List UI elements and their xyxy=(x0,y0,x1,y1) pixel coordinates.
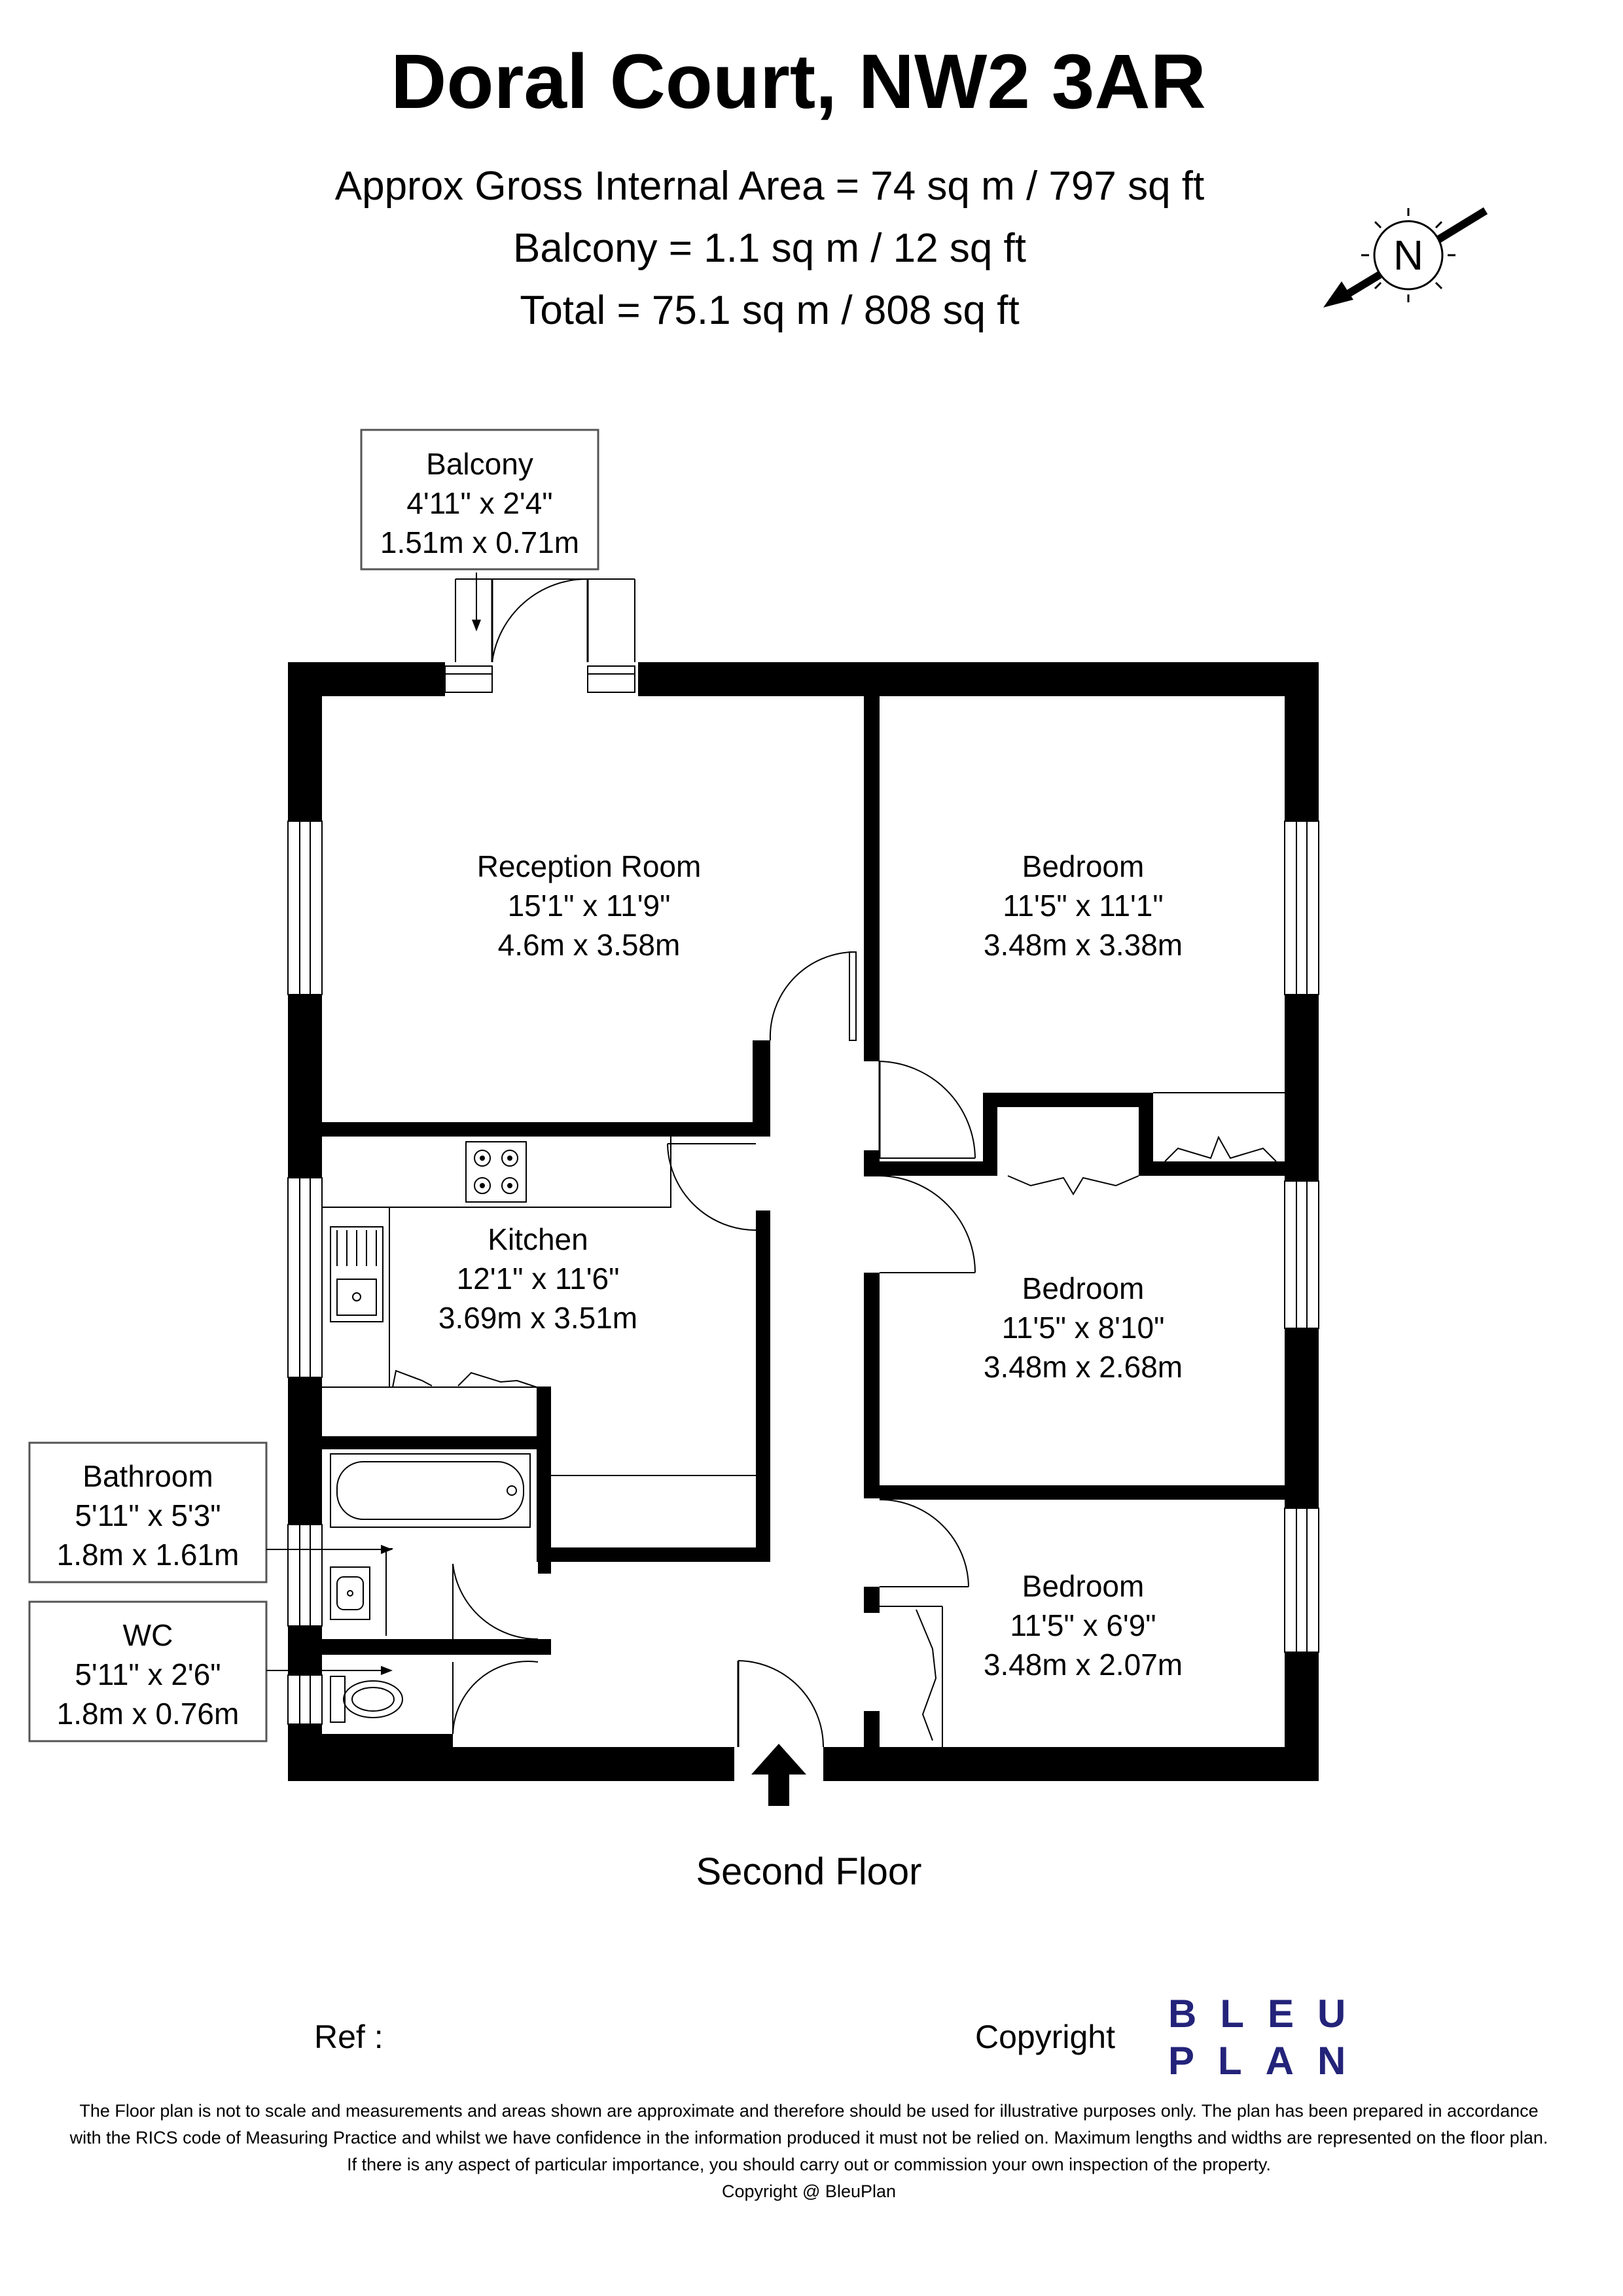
room-name: Bedroom xyxy=(1022,849,1145,883)
copyright-label: Copyright xyxy=(975,2019,1115,2055)
window-kitchen xyxy=(287,1177,323,1378)
room-imperial: 12'1" x 11'6" xyxy=(457,1262,620,1296)
room-name: Bedroom xyxy=(1022,1569,1145,1603)
door-kitchen xyxy=(667,1143,757,1231)
room-imperial: 11'5" x 11'1" xyxy=(1003,889,1163,923)
bathtub-icon xyxy=(330,1453,531,1528)
room-label-bedroom-1: Bedroom 11'5" x 11'1" 3.48m x 3.38m xyxy=(984,849,1183,962)
room-imperial: 5'11" x 5'3" xyxy=(75,1498,221,1532)
door-bedroom-3 xyxy=(879,1498,969,1587)
room-metric: 1.51m x 0.71m xyxy=(380,525,579,559)
disclaimer-line-4: Copyright @ BleuPlan xyxy=(722,2181,896,2201)
disclaimer-line-3: If there is any aspect of particular imp… xyxy=(347,2155,1271,2174)
wardrobes xyxy=(880,1092,1285,1747)
logo-line-1: BLEU xyxy=(1168,1992,1369,2036)
room-imperial: 11'5" x 8'10" xyxy=(1002,1311,1165,1345)
bathroom-fittings xyxy=(330,1453,531,1723)
callout-balcony: Balcony 4'11" x 2'4" 1.51m x 0.71m xyxy=(360,429,599,571)
bleuplan-logo: BLEU PLAN xyxy=(1168,1992,1369,2083)
window-wc xyxy=(287,1674,323,1725)
door-bedroom-2 xyxy=(879,1175,976,1273)
room-label-reception: Reception Room 15'1" x 11'9" 4.6m x 3.58… xyxy=(477,849,702,962)
kitchen-fittings xyxy=(322,1137,756,1476)
window-bedroom-3 xyxy=(1284,1508,1319,1653)
callout-wc: WC 5'11" x 2'6" 1.8m x 0.76m xyxy=(28,1600,393,1742)
window-reception xyxy=(287,821,323,995)
room-metric: 3.48m x 2.07m xyxy=(984,1648,1183,1682)
window-bedroom-1 xyxy=(1284,821,1319,995)
room-imperial: 15'1" x 11'9" xyxy=(508,889,671,923)
sink-icon xyxy=(330,1226,383,1322)
room-metric: 4.6m x 3.58m xyxy=(498,928,681,962)
room-name: Kitchen xyxy=(488,1222,588,1256)
hob-icon xyxy=(465,1141,527,1203)
ref-label: Ref : xyxy=(314,2019,383,2055)
room-imperial: 4'11" x 2'4" xyxy=(406,486,552,520)
compass-north-label: N xyxy=(1393,232,1423,279)
room-metric: 3.69m x 3.51m xyxy=(438,1301,637,1335)
door-wc xyxy=(452,1661,539,1735)
room-metric: 1.8m x 0.76m xyxy=(57,1697,240,1731)
room-metric: 3.48m x 3.38m xyxy=(984,928,1183,962)
interior-walls xyxy=(322,696,1285,1747)
logo-line-2: PLAN xyxy=(1168,2039,1369,2083)
room-imperial: 5'11" x 2'6" xyxy=(75,1657,221,1691)
room-label-bedroom-2: Bedroom 11'5" x 8'10" 3.48m x 2.68m xyxy=(984,1271,1183,1384)
door-entrance xyxy=(737,1660,824,1748)
wardrobe-bedroom-1 xyxy=(1153,1092,1285,1162)
area-line-gross: Approx Gross Internal Area = 74 sq m / 7… xyxy=(335,164,1205,209)
room-imperial: 11'5" x 6'9" xyxy=(1010,1608,1156,1642)
floor-label: Second Floor xyxy=(696,1850,922,1893)
wardrobe-bedroom-3 xyxy=(880,1606,943,1747)
doors xyxy=(452,951,976,1806)
windows xyxy=(287,821,1319,1725)
room-label-kitchen: Kitchen 12'1" x 11'6" 3.69m x 3.51m xyxy=(438,1222,637,1335)
room-name: WC xyxy=(123,1618,173,1652)
wardrobe-bedroom-2 xyxy=(1007,1175,1139,1195)
balcony-door xyxy=(444,573,635,693)
area-line-total: Total = 75.1 sq m / 808 sq ft xyxy=(520,288,1019,333)
room-name: Reception Room xyxy=(477,849,702,883)
door-bedroom-1 xyxy=(878,1061,976,1159)
north-compass-icon: N xyxy=(1323,207,1488,308)
room-name: Balcony xyxy=(426,447,533,481)
room-metric: 1.8m x 1.61m xyxy=(57,1538,240,1572)
disclaimer-line-2: with the RICS code of Measuring Practice… xyxy=(69,2128,1548,2147)
window-bedroom-2 xyxy=(1284,1180,1319,1329)
room-name: Bedroom xyxy=(1022,1271,1145,1305)
room-label-bedroom-3: Bedroom 11'5" x 6'9" 3.48m x 2.07m xyxy=(984,1569,1183,1682)
page-title: Doral Court, NW2 3AR xyxy=(391,39,1206,125)
window-bathroom xyxy=(287,1524,323,1627)
room-name: Bathroom xyxy=(82,1459,213,1493)
outer-walls xyxy=(288,662,1319,1781)
toilet-icon xyxy=(330,1676,403,1723)
callout-bathroom: Bathroom 5'11" x 5'3" 1.8m x 1.61m xyxy=(28,1441,393,1583)
basin-icon xyxy=(330,1566,370,1620)
entrance-arrow-icon xyxy=(751,1744,806,1806)
room-metric: 3.48m x 2.68m xyxy=(984,1350,1183,1384)
door-reception xyxy=(769,951,857,1041)
disclaimer-line-1: The Floor plan is not to scale and measu… xyxy=(79,2101,1538,2121)
door-bathroom xyxy=(452,1561,551,1655)
area-line-balcony: Balcony = 1.1 sq m / 12 sq ft xyxy=(513,226,1026,271)
